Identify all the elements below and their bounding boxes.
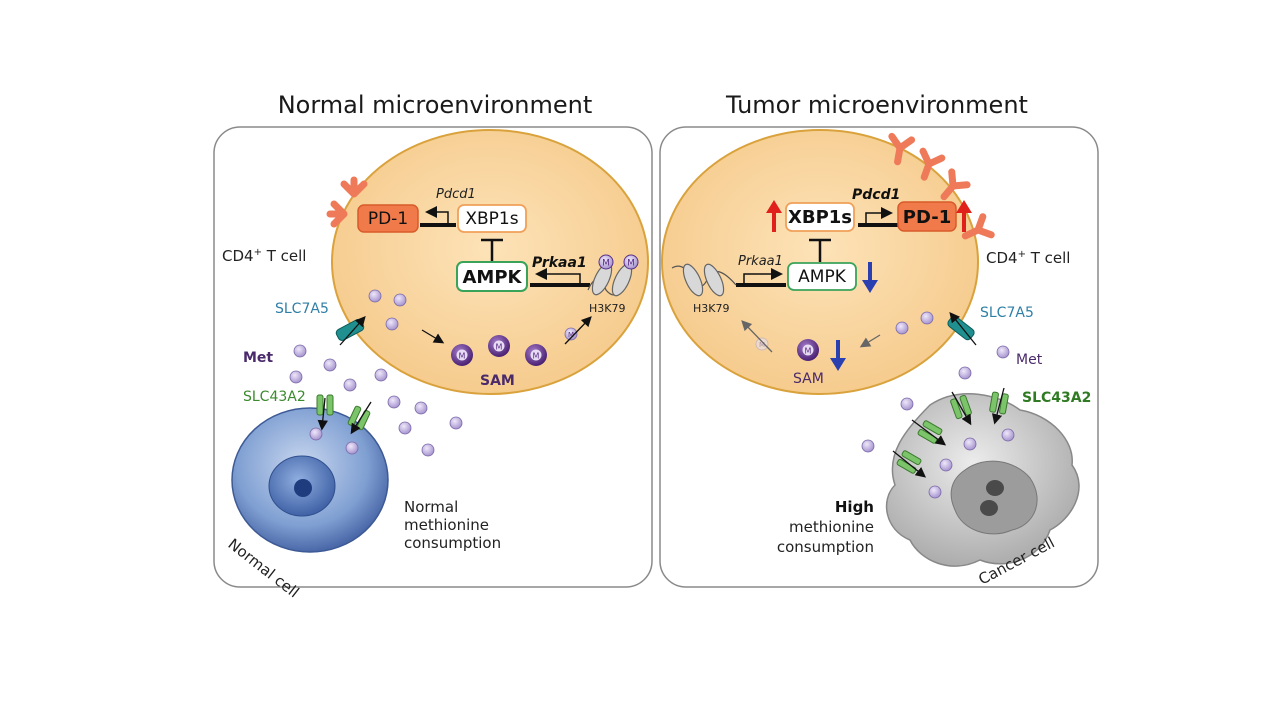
- right-consumption-line-1: High: [835, 498, 874, 516]
- left-h3k79-methyl-2: M: [623, 254, 639, 270]
- right-slc43a2-transporter-3: [917, 420, 943, 444]
- right-xbp1s-up-arrow: [766, 200, 782, 232]
- left-met-in-normal-1: [309, 427, 323, 441]
- left-met-molecules-inside: [368, 289, 407, 331]
- right-sam-molecule: M: [797, 339, 819, 361]
- right-ampk-box: [787, 262, 857, 291]
- right-pd1-receptors: [888, 132, 995, 240]
- left-pdcd1-promoter-arrow: [425, 206, 449, 225]
- svg-text:M: M: [759, 341, 765, 349]
- left-met-in-normal-2: [345, 441, 359, 455]
- left-h3k79-methyl-1: M: [598, 254, 614, 270]
- svg-text:M: M: [627, 259, 635, 269]
- left-pd1-box: [357, 204, 419, 233]
- right-cd4-label: CD4+ T cell: [986, 249, 1070, 267]
- svg-text:M: M: [496, 343, 503, 352]
- right-pd1-box: [897, 201, 957, 232]
- right-pdcd1-label: Pdcd1: [852, 187, 900, 203]
- right-pd1-label: PD-1: [903, 207, 951, 228]
- left-met-molecules-outside: [289, 344, 463, 457]
- left-met-to-sam-arrow: [421, 329, 445, 344]
- right-met-inside-2: [920, 311, 934, 325]
- right-slc43a2-label: SLC43A2: [1022, 390, 1091, 406]
- right-slc43a2-transporter-2: [989, 391, 1009, 415]
- right-prkaa1-promoter-arrow: [743, 268, 783, 285]
- right-methyl-arrow: [741, 320, 773, 353]
- right-met-to-sam-arrow: [859, 334, 881, 348]
- left-consumption-line-1: Normal: [404, 498, 458, 516]
- svg-text:M: M: [805, 347, 812, 356]
- right-cancer-nucleus: [950, 460, 1038, 535]
- left-consumption-line-3: consumption: [404, 534, 501, 552]
- right-h3k79-label: H3K79: [693, 302, 729, 315]
- right-pd1-up-arrow: [956, 200, 972, 232]
- left-slc43a2-label: SLC43A2: [243, 389, 306, 405]
- right-consumption-line-3: consumption: [777, 538, 874, 556]
- svg-text:M: M: [602, 259, 610, 269]
- left-prkaa1-label: Prkaa1: [532, 255, 587, 271]
- left-xbp1s-box: [457, 204, 527, 233]
- svg-text:M: M: [459, 352, 466, 361]
- right-consumption-line-2: methionine: [789, 518, 874, 536]
- left-xbp1s-label: XBP1s: [465, 209, 518, 229]
- left-slc43a2-arrow-1: [317, 397, 328, 431]
- left-sam-molecule-3: M: [525, 344, 547, 366]
- left-slc43a2-transporter-1: [316, 394, 334, 416]
- right-xbp1s-box: [785, 202, 855, 232]
- right-xbp1s-label: XBP1s: [788, 207, 852, 228]
- left-slc7a5-label: SLC7A5: [275, 301, 329, 317]
- left-slc7a5-arrow: [339, 316, 366, 346]
- right-slc43a2-arrow-2: [991, 387, 1005, 425]
- left-methyl-arrow: [564, 316, 592, 345]
- left-ampk-label: AMPK: [463, 267, 523, 288]
- right-prkaa1-label: Prkaa1: [738, 254, 783, 269]
- left-methyl-group: M: [564, 327, 578, 341]
- right-ampk-down-arrow: [862, 262, 878, 293]
- left-slc43a2-arrow-2: [350, 401, 372, 435]
- left-pd1-receptor-top: [340, 176, 368, 198]
- left-met-label: Met: [243, 350, 273, 366]
- left-sam-molecule-2: M: [488, 335, 510, 357]
- right-slc43a2-arrow-1: [951, 391, 972, 426]
- right-met-molecules-outside: [861, 345, 1015, 499]
- right-pdcd1-promoter-arrow: [865, 207, 893, 225]
- left-pd1-label: PD-1: [368, 209, 408, 229]
- right-slc43a2-arrow-3: [911, 419, 947, 446]
- left-prkaa1-promoter-arrow: [535, 268, 581, 285]
- right-cancer-nucleolus-1: [986, 480, 1004, 496]
- left-sam-molecule-1: M: [451, 344, 473, 366]
- right-slc43a2-transporter-1: [950, 394, 972, 420]
- right-panel-title: Tumor microenvironment: [725, 91, 1028, 119]
- left-panel-title: Normal microenvironment: [278, 91, 593, 119]
- left-consumption-line-2: methionine: [404, 516, 489, 534]
- right-sam-down-arrow: [830, 340, 846, 371]
- left-cd4-label: CD4+ T cell: [222, 247, 306, 265]
- left-panel: Normal microenvironment PD-1 Pdcd1 XBP1s…: [213, 91, 653, 601]
- right-met-label: Met: [1016, 352, 1043, 368]
- right-cancer-nucleolus-2: [980, 500, 998, 516]
- svg-text:M: M: [533, 352, 540, 361]
- right-slc7a5-label: SLC7A5: [980, 305, 1034, 321]
- right-slc7a5-arrow: [949, 311, 977, 346]
- svg-text:M: M: [568, 331, 574, 339]
- left-sam-label: SAM: [480, 373, 515, 389]
- left-pd1-receptor-left: [326, 200, 348, 228]
- right-met-inside-1: [895, 321, 909, 335]
- left-normal-cell-nucleolus: [294, 479, 312, 497]
- right-ampk-label: AMPK: [798, 267, 847, 287]
- right-nucleosomes: [671, 263, 737, 297]
- right-faded-methyl: M: [755, 337, 769, 351]
- left-h3k79-label: H3K79: [589, 302, 625, 315]
- left-ampk-box: [456, 261, 528, 292]
- right-sam-label: SAM: [793, 371, 824, 387]
- right-panel: Tumor microenvironment XBP1s Pdcd1 PD-1: [659, 91, 1099, 589]
- left-pdcd1-label: Pdcd1: [436, 187, 476, 202]
- right-slc43a2-arrow-4: [892, 450, 927, 478]
- right-slc43a2-transporter-4: [896, 450, 922, 474]
